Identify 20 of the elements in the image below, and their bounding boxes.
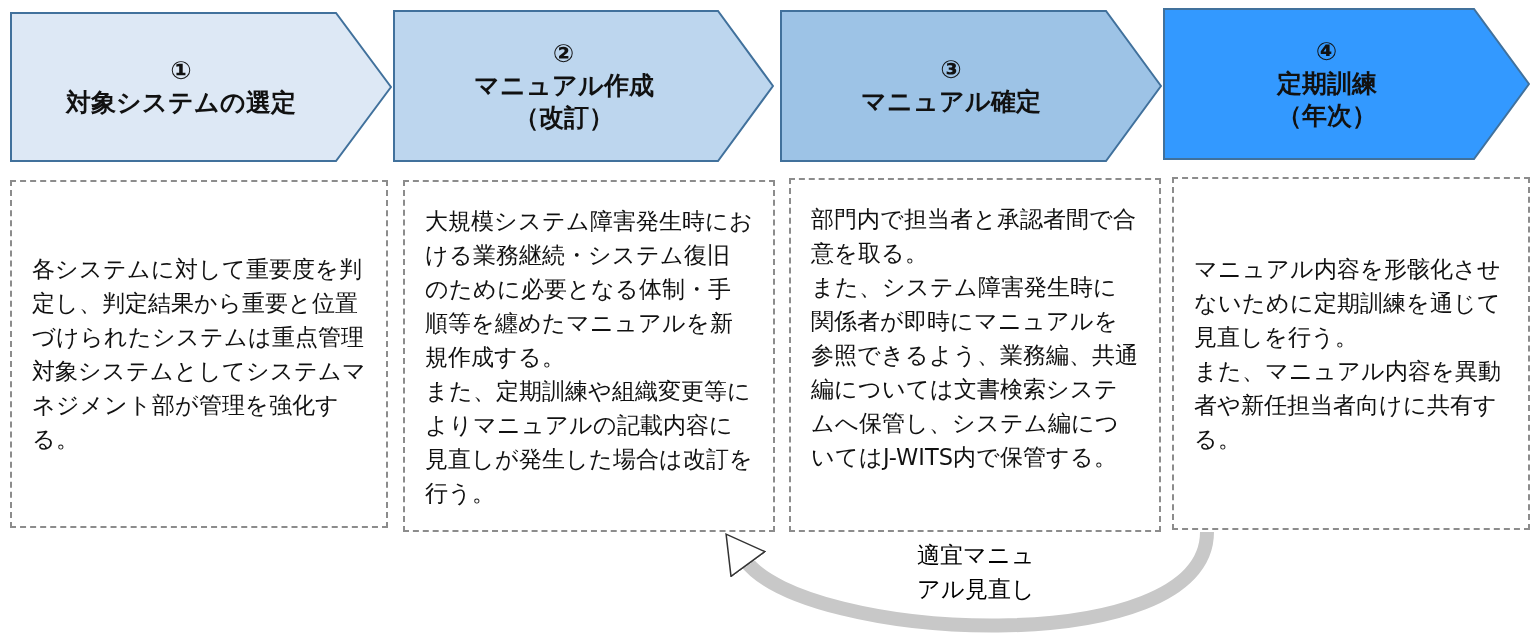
step-number: ② xyxy=(552,38,575,70)
description-text: 部門内で担当者と承認者間で合意を取る。 xyxy=(811,205,1137,268)
step-title: マニュアル作成（改訂） xyxy=(473,70,654,134)
description-box xyxy=(10,180,388,528)
description-text: マニュアル内容を形骸化させないために定期訓練を通じて見直しを行う。 xyxy=(1194,254,1502,352)
description-text: また、定期訓練や組織変更等によりマニュアルの記載内容に見直しが発生した場合は改訂を行う。 xyxy=(425,377,753,508)
step-title: 対象システムの選定 xyxy=(66,87,296,119)
description-text: また、マニュアル内容を異動者や新任担当者向けに共有する。 xyxy=(1194,356,1502,454)
step-number: ① xyxy=(170,55,192,87)
step-number: ③ xyxy=(940,54,962,86)
description-box xyxy=(1172,177,1530,530)
description-text: また、システム障害発生時に関係者が即時にマニュアルを参照できるよう、業務編、共通編については文書検索システムへ保管し、システム編についてはJ-WITS内で保管する。 xyxy=(811,273,1139,472)
step-title: マニュアル確定 xyxy=(861,86,1041,118)
step-title: 定期訓練（年次） xyxy=(1276,68,1377,132)
step-number: ④ xyxy=(1315,36,1338,68)
description-text: 各システムに対して重要度を判定し、判定結果から重要と位置づけられたシステムは重点管理対象システムとしてシステムマネジメント部が管理を強化する。 xyxy=(32,255,366,454)
description-box xyxy=(403,180,775,532)
description-text: 大規模システム障害発生時における業務継続・システム復旧のために必要となる体制・手順等を纏めたマニュアルを新規作成する。 xyxy=(425,207,753,372)
edge-label: 適宜マニュアル見直し xyxy=(916,541,1036,604)
description-box xyxy=(789,178,1161,532)
